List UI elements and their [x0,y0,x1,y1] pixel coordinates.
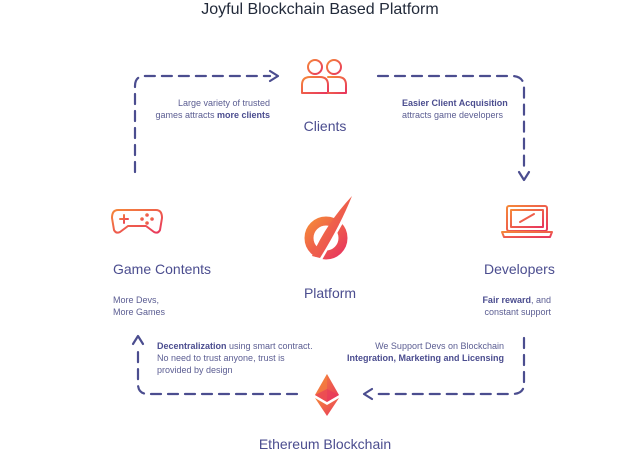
arrowhead-left [362,387,374,401]
desc-mid-right: Fair reward, and constant support [430,294,551,318]
desc-mid-left-line2: More Games [113,307,166,317]
desc-bottom-left-line1: Decentralization using smart contract. [157,341,313,351]
diagram-title: Joyful Blockchain Based Platform [201,1,439,18]
desc-bottom-right-line1: We Support Devs on Blockchain [375,341,504,351]
flow-path-top-left [133,74,272,174]
node-ethereum-label: Ethereum Blockchain [258,436,392,452]
desc-mid-right-line1: Fair reward, and [482,295,551,305]
desc-mid-left: More Devs, More Games [113,294,213,318]
flow-path-bottom-left [136,350,299,396]
desc-top-right-line2: attracts game developers [402,110,504,120]
node-platform-label: Platform [303,285,357,301]
arrowhead-down [517,170,531,182]
desc-top-right-line1: Easier Client Acquisition [402,98,508,108]
desc-bottom-left-line3: provided by design [157,365,233,375]
desc-bottom-left-line2: No need to trust anyone, trust is [157,353,285,363]
arrowhead-right [268,69,280,83]
node-game-contents-label: Game Contents [113,261,212,277]
node-developers-label: Developers [484,261,555,277]
desc-mid-right-line2: constant support [484,307,551,317]
desc-bottom-left: Decentralization using smart contract. N… [157,340,327,376]
gamepad-icon [111,209,163,234]
platform-logo-icon [304,196,356,260]
users-icon [301,59,347,94]
desc-bottom-right: We Support Devs on Blockchain Integratio… [330,340,504,364]
desc-top-right: Easier Client Acquisition attracts game … [402,97,542,121]
arrowhead-up [131,334,145,346]
laptop-icon [501,205,553,238]
desc-bottom-right-line2: Integration, Marketing and Licensing [346,353,504,363]
flow-path-top-right [376,74,526,170]
node-clients-label: Clients [303,118,347,134]
ethereum-icon [315,374,339,416]
desc-top-left-line2: games attracts more clients [155,110,270,120]
desc-mid-left-line1: More Devs, [113,295,160,305]
desc-top-left-line1: Large variety of trusted [177,98,270,108]
desc-top-left: Large variety of trusted games attracts … [130,97,270,121]
flow-path-bottom-right [372,336,526,396]
